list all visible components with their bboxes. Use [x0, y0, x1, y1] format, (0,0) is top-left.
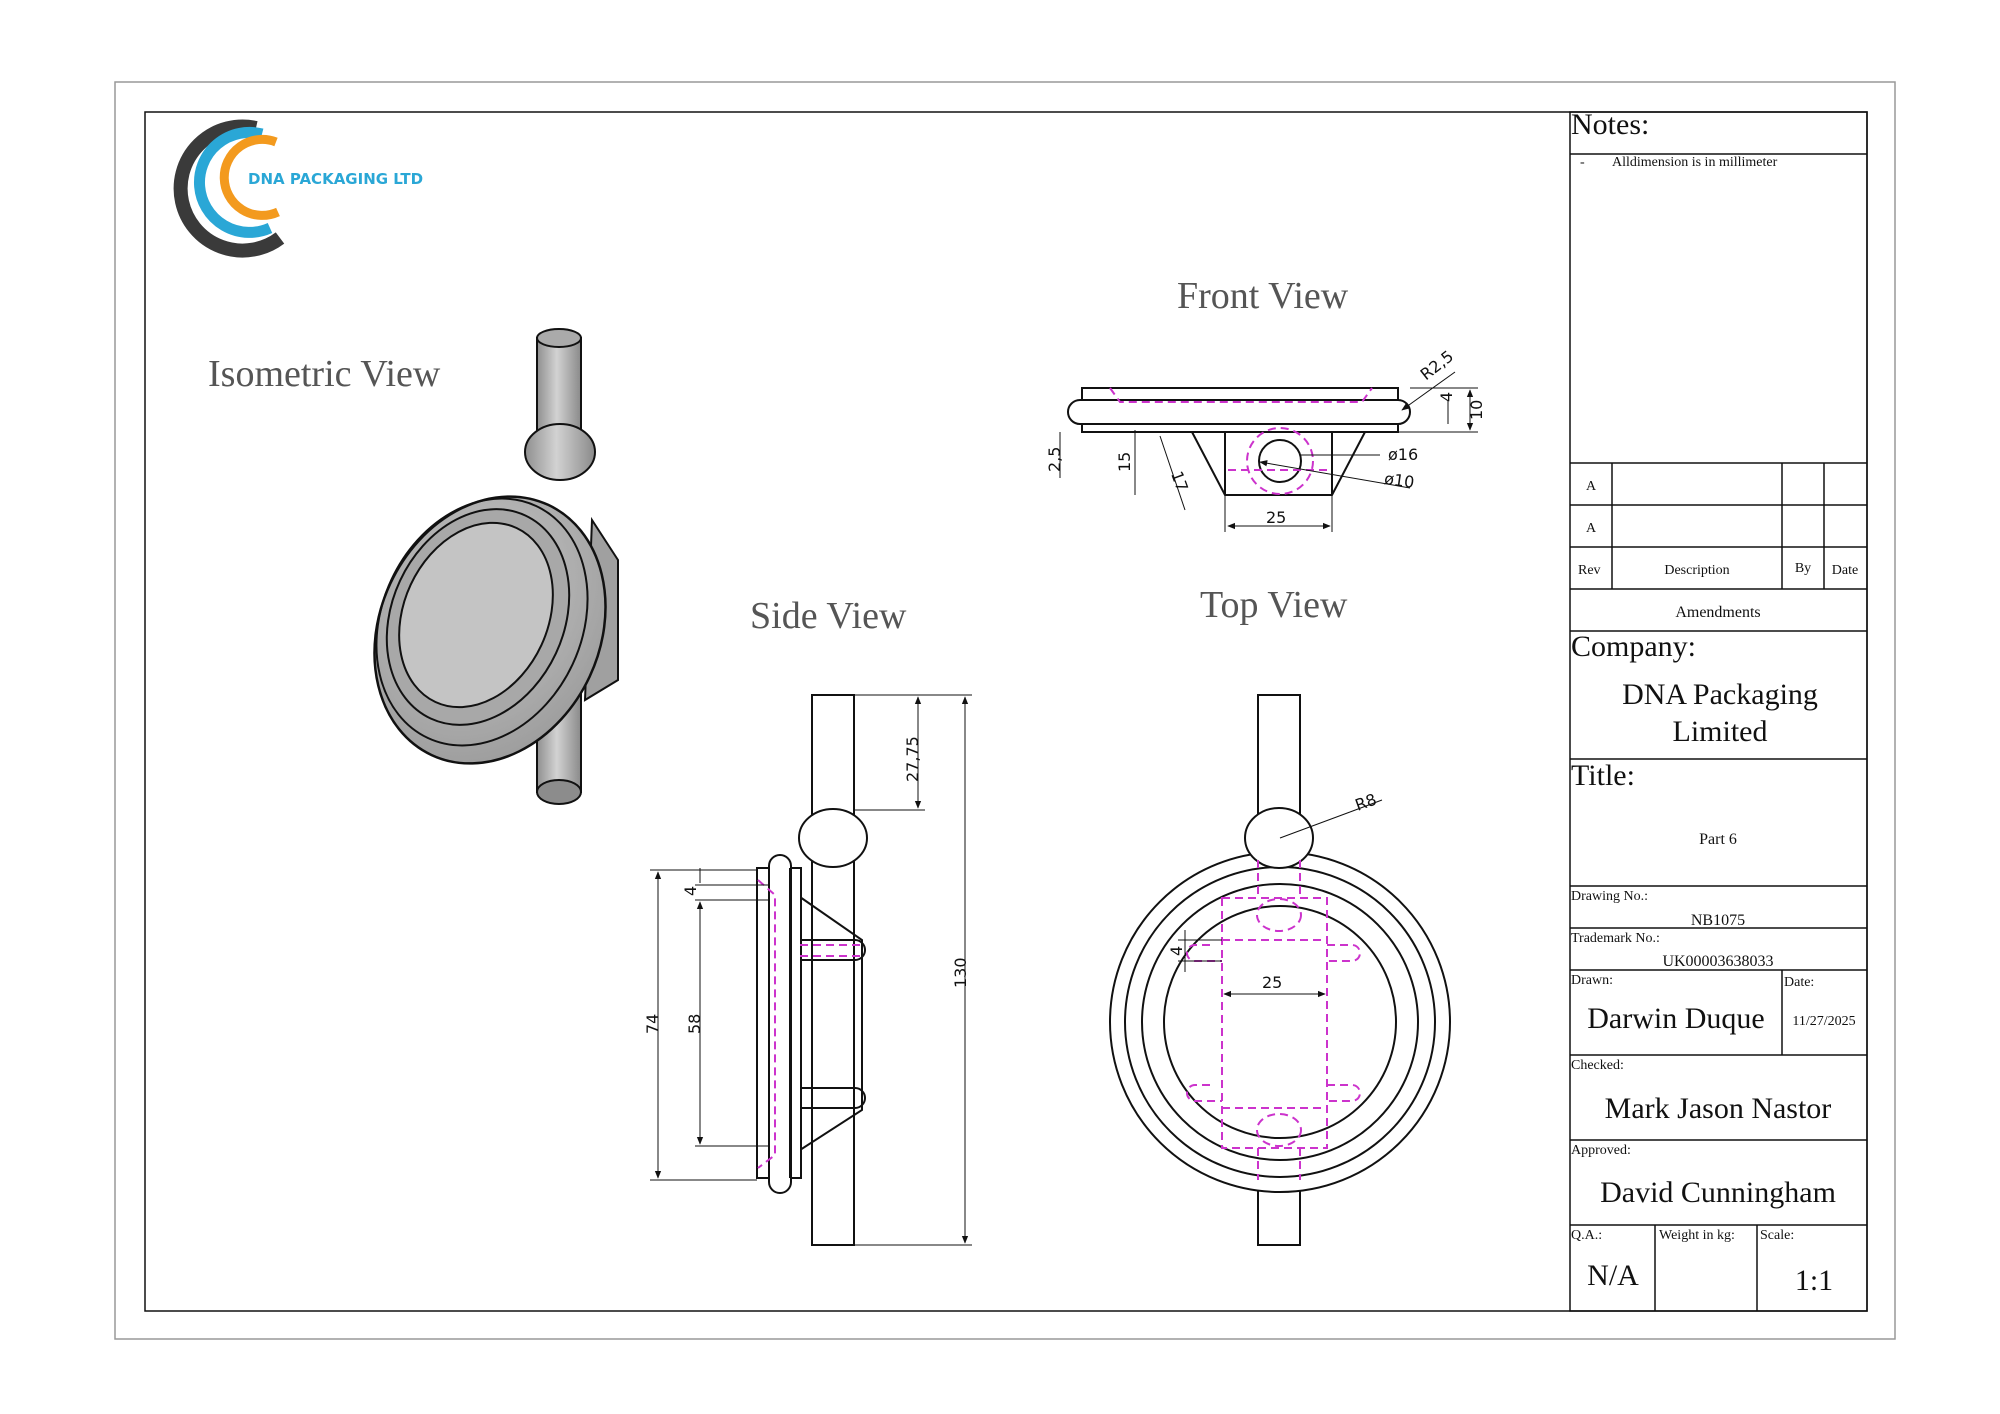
top-dim-4: 4	[1167, 946, 1186, 956]
trademark-value: UK00003638033	[1662, 953, 1773, 970]
isometric-view-title: Isometric View	[208, 353, 441, 395]
iso-ball-joint	[524, 423, 596, 481]
rev-header: Rev	[1578, 563, 1601, 578]
drawn-label: Drawn:	[1571, 973, 1613, 988]
front-view	[1059, 371, 1478, 532]
side-view-title: Side View	[750, 595, 907, 637]
side-cone	[799, 896, 863, 1151]
drawing-no-label: Drawing No.:	[1571, 889, 1648, 904]
front-dim-4: 4	[1437, 392, 1456, 402]
checked-label: Checked:	[1571, 1058, 1624, 1073]
amendments-label: Amendments	[1675, 604, 1760, 621]
top-view	[1109, 694, 1451, 1246]
logo-blue-arc-icon	[193, 126, 273, 238]
side-view	[650, 694, 972, 1246]
top-dim-r8: R8	[1353, 790, 1380, 815]
iso-rod-top-cap	[536, 328, 582, 348]
logo-dark-arc-icon	[173, 119, 285, 258]
front-bore-outer	[1258, 439, 1302, 483]
side-dim-27-75: 27,75	[903, 736, 922, 782]
logo-text: DNA PACKAGING LTD	[248, 170, 423, 188]
outer-border	[114, 81, 1896, 1340]
date-value: 11/27/2025	[1792, 1014, 1855, 1029]
qa-value: N/A	[1587, 1259, 1639, 1292]
side-hidden-lines	[757, 879, 776, 1169]
drawing-no-value: NB1075	[1691, 912, 1745, 929]
logo-orange-arc-icon	[219, 134, 280, 220]
top-ring-1	[1109, 851, 1451, 1193]
title-block	[1569, 111, 1868, 1312]
drawn-by-value: Darwin Duque	[1587, 1002, 1764, 1035]
scale-value: 1:1	[1795, 1264, 1833, 1297]
side-ball-joint	[798, 808, 868, 868]
front-view-title: Front View	[1177, 275, 1349, 317]
by-header: By	[1795, 561, 1811, 576]
iso-disc-face	[398, 521, 554, 709]
date-label: Date:	[1784, 975, 1814, 990]
company-name-line2: Limited	[1673, 715, 1768, 748]
top-dim-25: 25	[1262, 973, 1282, 992]
top-ring-3	[1141, 883, 1419, 1161]
date-header: Date	[1832, 563, 1858, 578]
top-hidden-body	[1221, 897, 1328, 1149]
side-dim-58: 58	[685, 1014, 704, 1034]
title-label: Title:	[1571, 759, 1635, 792]
front-dim-phi16: ø16	[1388, 445, 1418, 464]
revision-a-1: A	[1586, 479, 1597, 494]
side-dim-4: 4	[681, 886, 700, 896]
front-flange-bottom	[1081, 423, 1399, 433]
top-ball-joint	[1244, 807, 1314, 869]
front-dim-15: 15	[1115, 452, 1134, 472]
qa-label: Q.A.:	[1571, 1228, 1602, 1243]
company-label: Company:	[1571, 630, 1696, 663]
side-dim-130: 130	[951, 957, 970, 988]
front-dim-r2-5: R2,5	[1417, 347, 1458, 384]
company-name-line1: DNA Packaging	[1622, 678, 1818, 711]
weight-label: Weight in kg:	[1659, 1228, 1735, 1243]
top-view-title: Top View	[1200, 584, 1348, 626]
scale-label: Scale:	[1760, 1228, 1794, 1243]
approved-by-value: David Cunningham	[1600, 1176, 1836, 1209]
checked-by-value: Mark Jason Nastor	[1605, 1092, 1832, 1125]
iso-disc-rim	[375, 497, 589, 747]
iso-rod-bottom-cap	[536, 779, 582, 805]
notes-label: Notes:	[1571, 108, 1649, 141]
front-dim-17: 17	[1167, 468, 1192, 494]
front-dim-25: 25	[1266, 508, 1286, 527]
front-hidden-lines	[1109, 387, 1373, 403]
side-dim-74: 74	[643, 1014, 662, 1034]
top-ring-4	[1163, 905, 1397, 1139]
front-cone-body	[1191, 431, 1366, 496]
side-boss-top	[800, 939, 866, 961]
front-flange-top	[1081, 387, 1399, 401]
company-logo: DNA PACKAGING LTD	[173, 119, 423, 258]
front-dim-2-5: 2,5	[1045, 447, 1064, 472]
front-dim-phi10: ø10	[1383, 469, 1416, 492]
isometric-view	[373, 328, 619, 805]
side-rod	[811, 694, 855, 1246]
revision-a-2: A	[1586, 521, 1597, 536]
front-bore-hidden	[1246, 427, 1314, 495]
front-dim-10: 10	[1467, 400, 1486, 420]
title-value: Part 6	[1699, 831, 1737, 848]
approved-label: Approved:	[1571, 1143, 1631, 1158]
side-rim	[768, 854, 792, 1194]
trademark-label: Trademark No.:	[1571, 931, 1660, 946]
note-bullet: -	[1580, 155, 1585, 170]
note-text: Alldimension is in millimeter	[1612, 155, 1778, 170]
front-flange-rim	[1067, 399, 1411, 425]
side-boss-bottom	[800, 1087, 866, 1109]
description-header: Description	[1664, 563, 1729, 578]
